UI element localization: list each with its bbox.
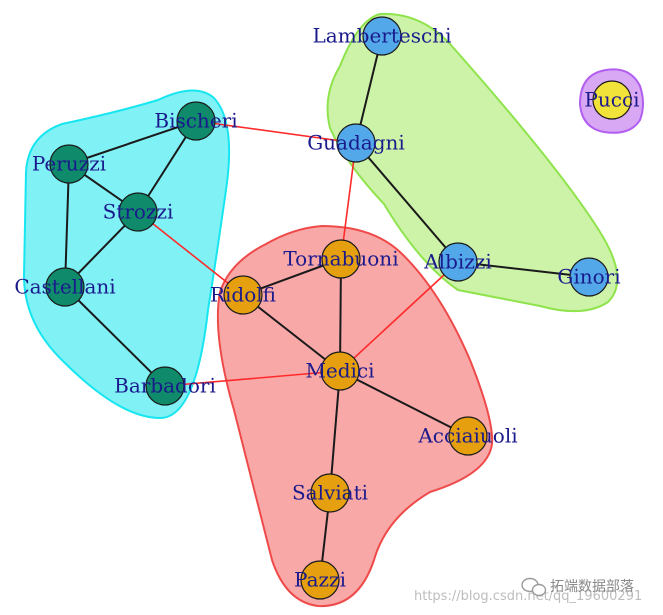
node-ridolfi[interactable]: Ridolfi — [210, 275, 276, 315]
node-strozzi[interactable]: Strozzi — [103, 192, 174, 232]
node-circle — [448, 416, 488, 456]
node-albizzi[interactable]: Albizzi — [423, 242, 492, 282]
node-circle — [49, 144, 89, 184]
node-guadagni[interactable]: Guadagni — [307, 123, 405, 163]
node-circle — [320, 351, 360, 391]
node-bischeri[interactable]: Bischeri — [154, 101, 238, 141]
edge-ridolfi-medici — [242, 294, 341, 372]
node-peruzzi[interactable]: Peruzzi — [32, 144, 106, 184]
watermark-brand: 拓端数据部落 — [550, 579, 634, 595]
node-label: Tornabuoni — [283, 247, 398, 271]
node-acciaiuoli[interactable]: Acciaiuoli — [417, 416, 518, 456]
node-circle — [300, 560, 340, 600]
node-label: Peruzzi — [32, 152, 106, 176]
node-pazzi[interactable]: Pazzi — [294, 560, 346, 600]
wechat-icon — [521, 577, 547, 597]
node-circle — [592, 80, 632, 120]
node-label: Lamberteschi — [313, 24, 452, 48]
edge-bischeri-guadagni — [195, 120, 357, 144]
community-hull-c2 — [326, 12, 619, 313]
edge-strozzi-ridolfi — [137, 211, 244, 296]
watermark-url: https://blog.csdn.net/qq_19600291 — [414, 589, 642, 604]
watermark: https://blog.csdn.net/qq_19600291 拓端数据部落 — [414, 577, 642, 604]
node-circle — [438, 242, 478, 282]
node-label: Pucci — [584, 88, 639, 112]
edge-peruzzi-castellani — [64, 163, 70, 288]
node-circle — [45, 267, 85, 307]
node-label: Strozzi — [103, 200, 174, 224]
node-label: Ridolfi — [210, 283, 276, 307]
node-lamberteschi[interactable]: Lamberteschi — [313, 16, 452, 56]
node-label: Medici — [305, 359, 374, 383]
node-label: Pazzi — [294, 568, 346, 592]
edge-medici-salviati — [329, 370, 341, 494]
node-circle — [310, 473, 350, 513]
edge-albizzi-ginori — [457, 261, 590, 278]
community-hulls — [22, 12, 644, 608]
node-circle — [362, 16, 402, 56]
node-label: Bischeri — [154, 109, 237, 133]
node-barbadori[interactable]: Barbadori — [114, 366, 216, 406]
node-label: Acciaiuoli — [417, 424, 517, 448]
node-circle — [336, 123, 376, 163]
edge-castellani-barbadori — [64, 286, 166, 387]
node-label: Guadagni — [307, 131, 405, 155]
community-hull-c3 — [216, 224, 494, 608]
node-circle — [145, 366, 185, 406]
node-ginori[interactable]: Ginori — [557, 257, 621, 297]
node-castellani[interactable]: Castellani — [14, 267, 116, 307]
node-circle — [223, 275, 263, 315]
node-circle — [321, 239, 361, 279]
edge-albizzi-medici — [339, 261, 459, 372]
edge-medici-barbadori — [164, 370, 341, 387]
edge-bischeri-peruzzi — [68, 120, 197, 165]
edge-guadagni-albizzi — [355, 142, 459, 263]
node-label: Salviati — [292, 481, 368, 505]
nodes-layer: Lamberteschi Pucci Bischeri Guadagni Per… — [14, 16, 640, 600]
node-label: Ginori — [557, 265, 620, 289]
node-circle — [176, 101, 216, 141]
node-tornabuoni[interactable]: Tornabuoni — [283, 239, 399, 279]
node-pucci[interactable]: Pucci — [584, 80, 640, 120]
node-label: Albizzi — [423, 250, 492, 274]
edge-medici-acciaiuoli — [339, 370, 469, 437]
node-label: Castellani — [14, 275, 115, 299]
node-salviati[interactable]: Salviati — [292, 473, 368, 513]
node-label: Barbadori — [114, 374, 216, 398]
node-medici[interactable]: Medici — [305, 351, 375, 391]
node-circle — [569, 257, 609, 297]
node-circle — [118, 192, 158, 232]
